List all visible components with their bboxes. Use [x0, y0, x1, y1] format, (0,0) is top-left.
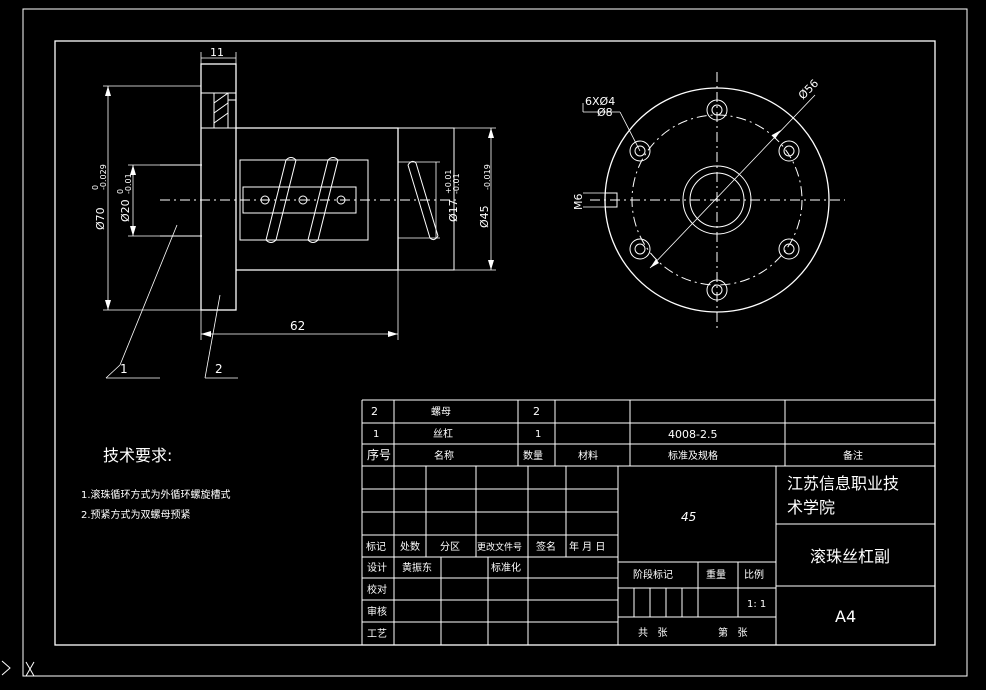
dim-d70-tol-up: 0 — [91, 185, 100, 190]
notes-title: 技术要求: — [103, 446, 172, 465]
material-code: 45 — [681, 510, 696, 524]
dim-11: 11 — [210, 46, 224, 59]
front-dimensions — [103, 52, 496, 379]
ucs-icon — [1, 660, 35, 677]
dim-d17-tol-lo: -0.01 — [452, 173, 461, 194]
sheet-size: A4 — [835, 607, 856, 626]
dim-cbore: Ø8 — [597, 106, 613, 119]
stage-label: 阶段标记 — [633, 568, 673, 581]
dim-d70: Ø70 — [94, 207, 107, 230]
school-line-1: 江苏信息职业技 — [787, 474, 899, 493]
bom-h-no: 序号 — [367, 447, 391, 462]
bom-r1-name: 螺母 — [431, 406, 451, 418]
rev-h-zone: 分区 — [440, 541, 460, 553]
bom-r2-name: 丝杠 — [433, 427, 453, 440]
role-design: 设计 — [367, 561, 387, 574]
standardize-label: 标准化 — [491, 561, 521, 574]
part-name: 滚珠丝杠副 — [810, 547, 890, 566]
role-process: 工艺 — [367, 628, 387, 640]
dim-pcd: Ø56 — [796, 77, 821, 102]
bom-r1-qty: 2 — [533, 405, 540, 418]
role-review: 审核 — [367, 605, 387, 618]
bom-h-remark: 备注 — [843, 449, 863, 462]
dim-holes: 6XØ4 — [585, 95, 615, 108]
rev-h-date: 年 月 日 — [569, 540, 605, 553]
dim-d17: Ø17 — [447, 199, 460, 222]
designer-name: 黄振东 — [402, 561, 432, 574]
rev-h-mark: 标记 — [366, 541, 386, 553]
bom-table — [361, 399, 935, 645]
inner-frame — [54, 40, 936, 646]
dim-d17-tol-up: +0.01 — [444, 169, 453, 194]
scale-value: 1: 1 — [747, 599, 766, 610]
dim-d70-tol-lo: -0.029 — [99, 164, 108, 190]
scale-label: 比例 — [744, 568, 764, 581]
front-view — [160, 63, 460, 311]
bom-h-material: 材料 — [578, 449, 598, 462]
dim-d20-tol-up: 0 — [116, 189, 125, 194]
weight-label: 重量 — [706, 568, 726, 581]
bom-r2-qty: 1 — [535, 429, 541, 440]
bom-h-qty: 数量 — [523, 449, 543, 462]
outer-frame — [22, 8, 968, 677]
rev-h-sign: 签名 — [536, 540, 556, 553]
bom-r1-no: 2 — [371, 405, 378, 418]
dim-m6: M6 — [572, 194, 585, 211]
dim-d45: Ø45 — [478, 205, 491, 228]
balloon-1: 1 — [120, 362, 128, 376]
dim-d20: Ø20 — [119, 199, 132, 222]
dim-d20-tol-lo: -0.01 — [124, 173, 133, 194]
sheet-no: 第 张 — [718, 626, 748, 639]
balloon-2: 2 — [215, 362, 223, 376]
role-check: 校对 — [367, 583, 387, 596]
dim-62: 62 — [290, 319, 305, 333]
bom-r2-spec: 4008-2.5 — [668, 428, 717, 441]
title-block — [362, 466, 935, 645]
rev-h-count: 处数 — [400, 540, 420, 553]
rev-h-doc: 更改文件号 — [477, 541, 522, 553]
bom-r2-no: 1 — [373, 429, 379, 440]
total-sheets: 共 张 — [638, 627, 668, 639]
bom-h-spec: 标准及规格 — [668, 449, 718, 462]
school-line-2: 术学院 — [787, 498, 835, 517]
side-view — [582, 72, 845, 328]
note-2: 2.预紧方式为双螺母预紧 — [81, 508, 191, 521]
dim-d45-tol: -0.019 — [483, 164, 492, 190]
note-1: 1.滚珠循环方式为外循环螺旋槽式 — [81, 488, 231, 501]
bom-h-name: 名称 — [434, 449, 454, 462]
